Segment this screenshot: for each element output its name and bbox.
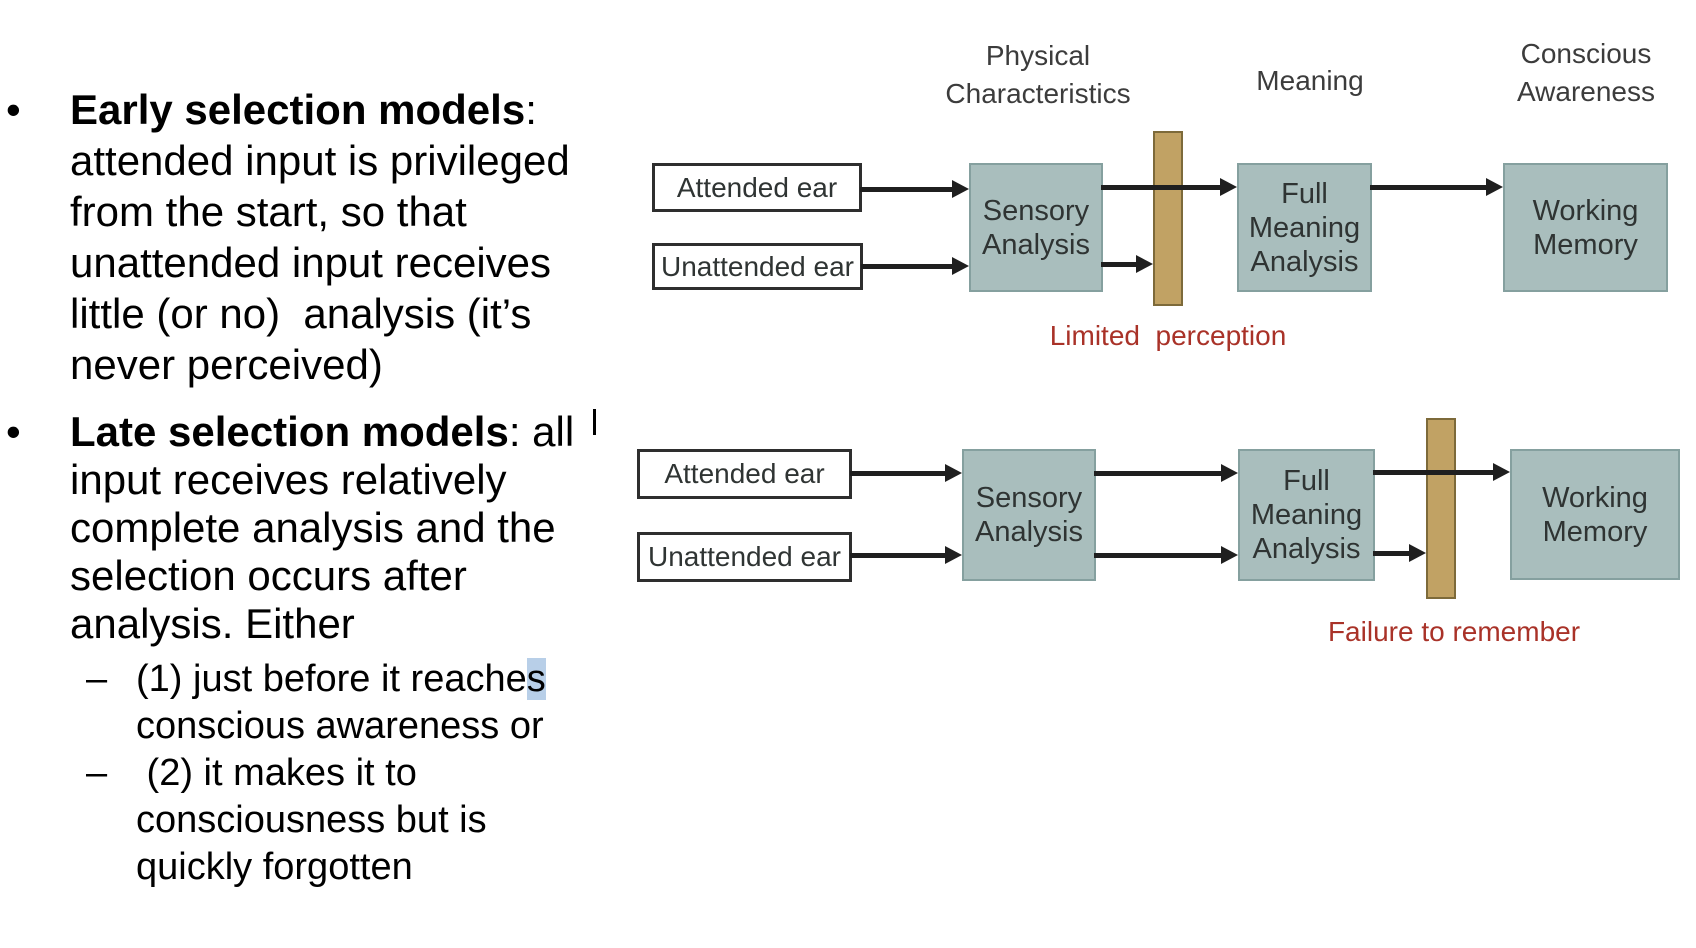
bullet-1-lead: Early selection models (70, 86, 526, 133)
sub-bullet-2-line-3: quickly forgotten (136, 846, 413, 888)
bullet-1-line-5: little (or no) analysis (it’s (70, 290, 532, 337)
bullet-1-line-4: unattended input receives (70, 239, 552, 286)
sub-bullet-1-line-2: conscious awareness or (136, 705, 544, 747)
flow-arrow (860, 180, 969, 198)
header-physical-characteristics: Physical Characteristics (945, 40, 1131, 109)
flow-arrow (861, 257, 969, 275)
sub-bullet-1-text: (1) just before it reache (136, 658, 527, 700)
caption-limited-perception: Limited perception (1049, 320, 1287, 351)
bullet-1-line-1: Early selection models: (70, 84, 570, 135)
flow-arrow (850, 464, 962, 482)
sensory-analysis-box-bottom: Sensory Analysis (962, 449, 1096, 581)
text-cursor (593, 409, 596, 435)
bullet-1-lead-suffix: : (525, 86, 537, 133)
unattended-ear-box-top: Unattended ear (652, 243, 863, 290)
flow-arrow-blocked (1373, 544, 1426, 562)
full-meaning-analysis-box-bottom: Full Meaning Analysis (1238, 449, 1375, 581)
flow-arrow-blocked (1101, 255, 1153, 273)
caption-failure-to-remember: Failure to remember (1327, 616, 1581, 647)
bullet-1-line-2: attended input is privileged (70, 137, 570, 184)
header-meaning: Meaning (1256, 65, 1364, 96)
bullet-2-line-3: complete analysis and the (70, 504, 556, 551)
flow-arrow (850, 546, 962, 564)
bullet-2-lead-suffix: : all (508, 408, 575, 455)
highlighted-letter: s (526, 658, 546, 700)
attention-filter-bar-bottom (1426, 418, 1456, 599)
bullet-2-late-selection: Late selection models: all input receive… (70, 408, 574, 648)
attended-ear-box-bottom: Attended ear (637, 449, 852, 499)
attention-filter-bar-top (1153, 131, 1183, 306)
flow-arrow (1094, 546, 1238, 564)
header-conscious-awareness: Conscious Awareness (1516, 38, 1656, 107)
bullet-2-line-4: selection occurs after (70, 552, 467, 599)
unattended-ear-box-bottom: Unattended ear (637, 532, 852, 582)
sub-bullet-2-line-1: (2) it makes it to (136, 752, 417, 794)
bullet-2-line-5: analysis. Either (70, 600, 355, 647)
attended-ear-box-top: Attended ear (652, 163, 862, 212)
working-memory-box-top: Working Memory (1503, 163, 1668, 292)
bullet-marker-1: • (6, 86, 21, 133)
sub-bullet-2-line-2: consciousness but is (136, 799, 487, 841)
sensory-analysis-box-top: Sensory Analysis (969, 163, 1103, 292)
bullet-1-line-6: never perceived) (70, 341, 383, 388)
bullet-1-early-selection: Early selection models: attended input i… (70, 84, 570, 390)
bullet-2-line-1: Late selection models: all (70, 408, 574, 456)
flow-arrow (1101, 178, 1237, 196)
flow-arrow (1373, 463, 1510, 481)
working-memory-box-bottom: Working Memory (1510, 449, 1680, 580)
sub-bullet-dash-2: – (86, 752, 108, 794)
sub-bullet-1-line-1: (1) just before it reaches (136, 656, 546, 703)
bullet-marker-2: • (6, 408, 21, 455)
bullet-2-line-2: input receives relatively (70, 456, 507, 503)
bullet-1-line-3: from the start, so that (70, 188, 467, 235)
sub-bullet-1: (1) just before it reaches conscious awa… (136, 656, 546, 750)
full-meaning-analysis-box-top: Full Meaning Analysis (1237, 163, 1372, 292)
bullet-2-lead: Late selection models (70, 408, 509, 455)
flow-arrow (1094, 464, 1238, 482)
flow-arrow (1370, 178, 1503, 196)
sub-bullet-dash-1: – (86, 658, 108, 700)
sub-bullet-2: (2) it makes it to consciousness but is … (136, 750, 487, 891)
